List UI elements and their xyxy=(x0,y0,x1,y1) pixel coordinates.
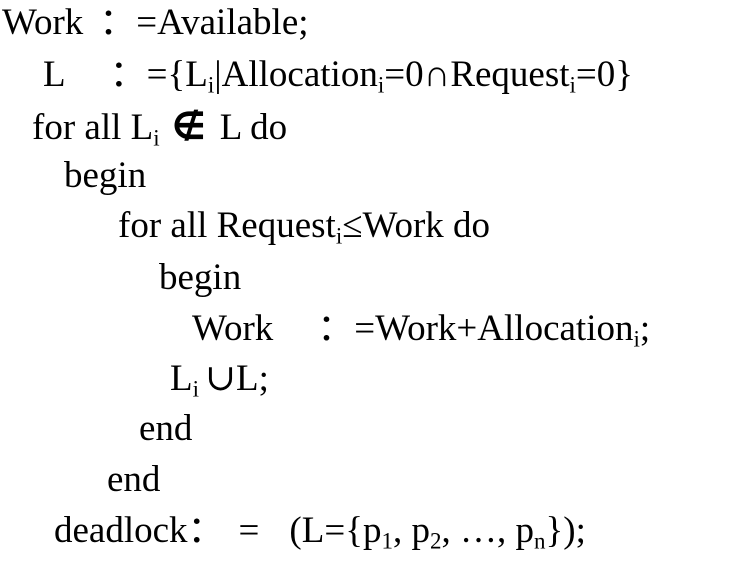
request-text: =0∩Request xyxy=(384,54,570,95)
set-open: {L xyxy=(167,54,208,95)
l-do-text: L do xyxy=(219,107,288,148)
subscript-i: i xyxy=(192,376,199,402)
subscript-i: i xyxy=(633,326,640,352)
line-for-all-request: for all Requesti≤Work do xyxy=(118,205,491,247)
line-union: Li∪L; xyxy=(170,358,269,400)
semicolon: ; xyxy=(639,308,651,349)
subscript-i: i xyxy=(335,223,343,249)
deadlock-keyword: deadlock xyxy=(54,510,188,551)
assign-operator: ：= xyxy=(109,54,168,95)
begin-keyword: begin xyxy=(64,155,147,196)
subscript-n: n xyxy=(533,528,546,554)
end-keyword: end xyxy=(139,408,193,449)
le-work-do-text: ≤Work do xyxy=(342,205,491,246)
begin-keyword: begin xyxy=(159,257,242,298)
line-begin-outer: begin xyxy=(64,157,146,194)
line-work-init: Work ：=Available; xyxy=(2,4,309,41)
available-text: Available; xyxy=(157,2,309,43)
allocation-text: |Allocation xyxy=(214,54,378,95)
union-l-text: ∪L; xyxy=(205,358,269,399)
ellipsis-p: , …, p xyxy=(441,510,534,551)
work-keyword: Work xyxy=(2,2,84,43)
set-open: (L={p xyxy=(289,510,382,551)
equals-sign: = xyxy=(238,510,260,551)
not-element-of-symbol: ∉ xyxy=(171,104,206,148)
work-plus-allocation-text: Work+Allocation xyxy=(375,308,634,349)
set-close: =0} xyxy=(575,54,634,95)
line-end-inner: end xyxy=(139,410,192,447)
set-close: }); xyxy=(545,510,586,551)
line-begin-inner: begin xyxy=(159,259,241,296)
assign-operator: ：= xyxy=(99,2,158,43)
subscript-1: 1 xyxy=(381,528,393,554)
work-keyword: Work xyxy=(192,308,274,349)
l-symbol: L xyxy=(170,358,193,399)
line-for-all-li: for all Li ∉ L do xyxy=(32,104,288,149)
line-l-init: L：={Li|Allocationi=0∩Requesti=0} xyxy=(43,54,634,96)
l-symbol: L xyxy=(43,54,66,95)
subscript-i: i xyxy=(207,72,215,98)
line-end-outer: end xyxy=(107,461,160,498)
comma-p: , p xyxy=(392,510,430,551)
for-all-request-text: for all Request xyxy=(118,205,336,246)
line-deadlock: deadlock： = (L={p1, p2, …, pn}); xyxy=(54,510,586,552)
assign-operator: ：= xyxy=(317,308,376,349)
subscript-2: 2 xyxy=(429,528,442,554)
line-work-update: Work ：=Work+Allocationi; xyxy=(192,308,651,350)
assign-colon: ： xyxy=(187,510,225,551)
end-keyword: end xyxy=(107,459,161,500)
subscript-i: i xyxy=(569,72,576,98)
for-all-text: for all L xyxy=(32,107,154,148)
subscript-i: i xyxy=(153,125,160,151)
subscript-i: i xyxy=(377,72,385,98)
